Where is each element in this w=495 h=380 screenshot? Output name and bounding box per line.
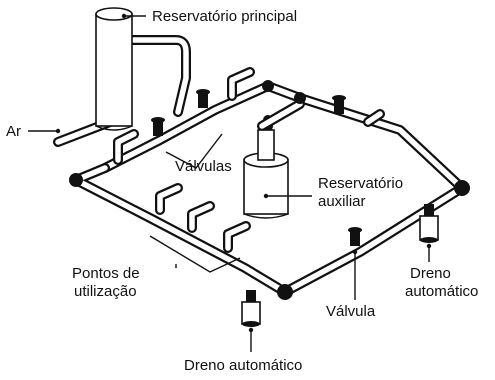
pipe-fittings	[69, 80, 470, 300]
auxiliary-reservoir	[243, 129, 289, 219]
label-drain-right-line1: Dreno	[410, 265, 451, 282]
label-drain-bottom: Dreno automático	[184, 357, 302, 374]
label-valve: Válvula	[326, 303, 376, 320]
automatic-drain-bottom	[241, 290, 261, 327]
label-use-points-line2: utilização	[74, 283, 137, 300]
valve-icon	[348, 227, 362, 246]
label-aux-reservoir-line2: auxiliar	[318, 193, 366, 210]
main-reservoir	[95, 7, 133, 131]
label-main-reservoir: Reservatório principal	[152, 8, 297, 25]
label-drain-right-line2: automático	[405, 283, 478, 300]
valve-icon	[196, 89, 210, 108]
label-aux-reservoir-line1: Reservatório	[318, 175, 403, 192]
drop-legs	[113, 67, 385, 253]
valve-icons	[151, 89, 362, 246]
label-valves: Válvulas	[175, 158, 232, 175]
automatic-drain-right	[419, 204, 439, 243]
callout-lines	[28, 13, 432, 352]
label-air: Ar	[6, 123, 21, 140]
valve-icon	[332, 95, 346, 114]
label-use-points-line1: Pontos de	[72, 265, 140, 282]
valve-icon	[151, 117, 165, 136]
